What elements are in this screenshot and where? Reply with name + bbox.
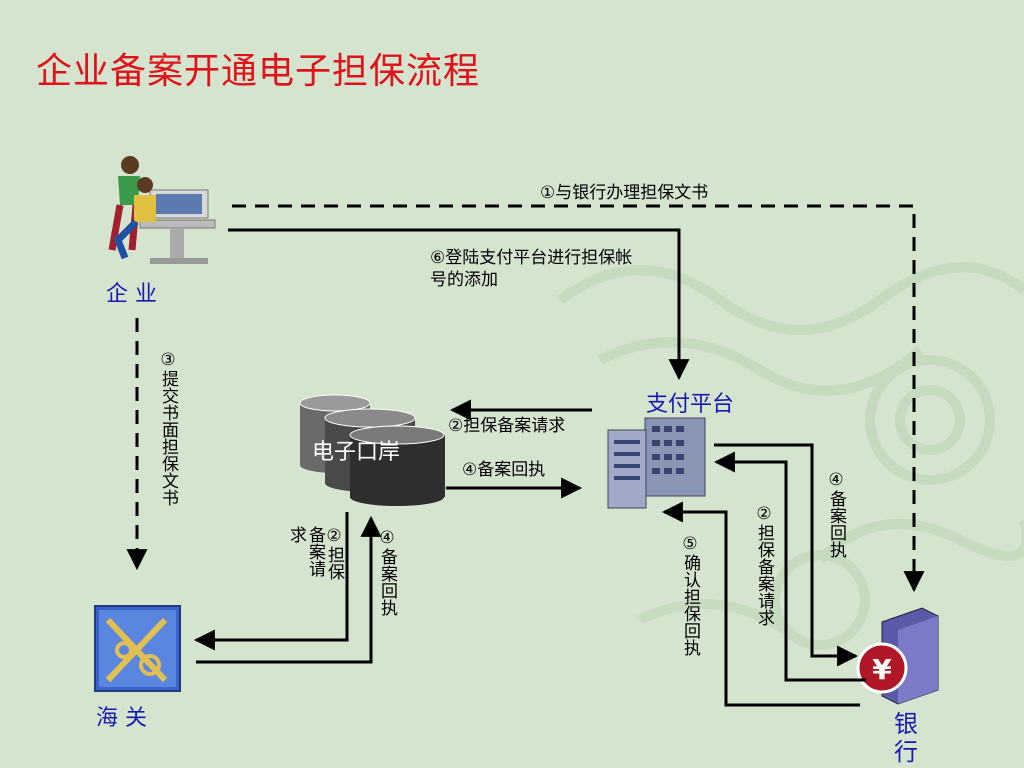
customs-emblem-icon xyxy=(94,605,181,692)
arrow-step4-customs xyxy=(196,515,382,664)
step4-eport-label: ④备案回执 xyxy=(462,460,546,480)
svg-text:¥: ¥ xyxy=(872,653,892,686)
customs-label: 海 关 xyxy=(96,706,147,731)
step4-customs-label: ④备案回执 xyxy=(377,528,397,616)
step5-label: ⑤确认担保回执 xyxy=(680,534,700,656)
eport-database-icon xyxy=(299,394,445,506)
enterprise-label: 企 业 xyxy=(106,282,157,307)
arrow-step4-bank xyxy=(714,443,859,667)
bank-server-icon: ¥ xyxy=(856,607,939,705)
payment-server-icon xyxy=(607,417,706,509)
step6-label: ⑥登陆支付平台进行担保帐号的添加 xyxy=(430,248,633,290)
step1-label: ①与银行办理担保文书 xyxy=(540,183,709,203)
arrow-step2-bank xyxy=(713,451,866,682)
step2-customs-label: ②担保备案请求 xyxy=(286,526,344,580)
page-title: 企业备案开通电子担保流程 xyxy=(36,51,481,92)
step3-label: ③提交书面担保文书 xyxy=(158,350,178,506)
step2-bank-label: ②担保备案请求 xyxy=(754,504,774,626)
eport-label: 电子口岸 xyxy=(312,440,401,465)
step4-bank-label: ④备案回执 xyxy=(826,470,846,558)
payment-platform-label: 支付平台 xyxy=(646,392,735,417)
enterprise-icon xyxy=(108,156,216,264)
arrow-step2-customs xyxy=(193,512,349,651)
bank-label: 银行 xyxy=(894,710,918,766)
arrow-step6 xyxy=(228,228,690,381)
arrow-step5 xyxy=(661,501,860,707)
step2-eport-label: ②担保备案请求 xyxy=(448,416,566,436)
